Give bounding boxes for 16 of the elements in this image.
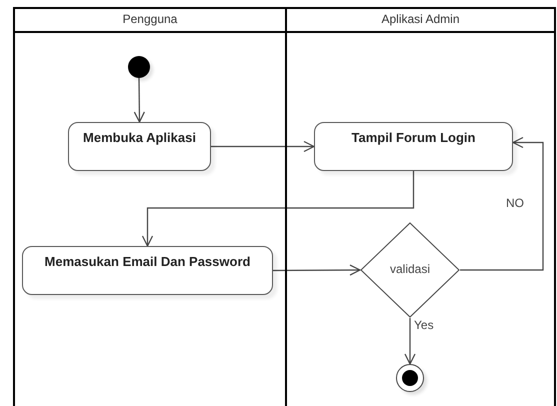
start-node — [128, 56, 150, 78]
arrow — [134, 78, 145, 123]
lane-header: Pengguna — [13, 7, 287, 33]
lane-header: Aplikasi Admin — [285, 7, 556, 33]
action-box: Tampil Forum Login — [314, 122, 513, 171]
arrow — [142, 171, 414, 247]
edge-label: NO — [506, 196, 524, 210]
action-box: Memasukan Email Dan Password — [22, 246, 273, 295]
arrow — [404, 318, 416, 365]
edge-label: Yes — [414, 318, 434, 332]
end-node — [396, 364, 424, 392]
decision-label: validasi — [390, 261, 430, 278]
action-box: Membuka Aplikasi — [68, 122, 211, 171]
arrow — [460, 136, 544, 271]
arrow — [273, 264, 361, 276]
arrow — [211, 140, 315, 152]
